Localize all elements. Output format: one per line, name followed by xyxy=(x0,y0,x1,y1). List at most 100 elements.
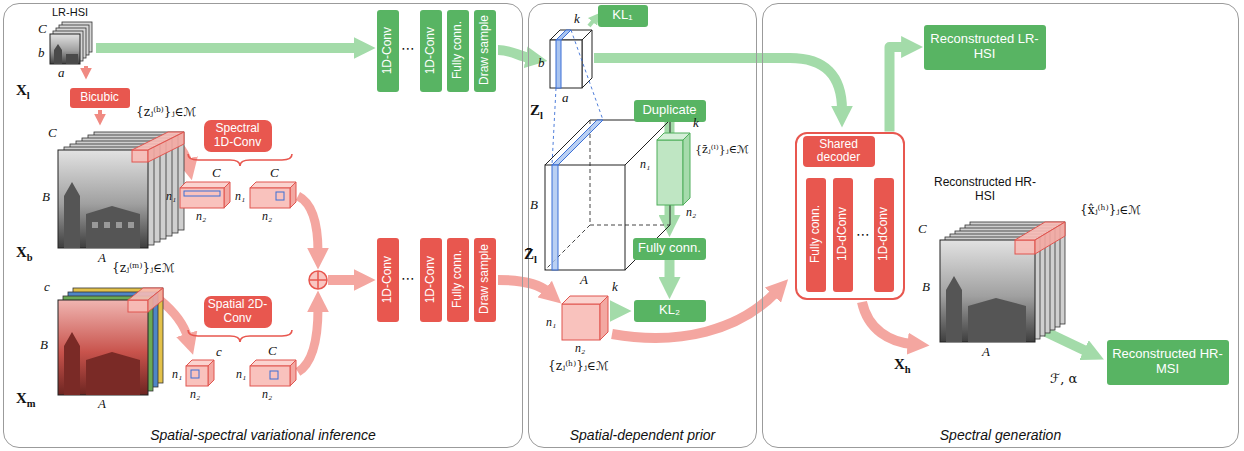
axis-label: C xyxy=(212,166,221,181)
red-arrow xyxy=(98,110,102,116)
latent-cube xyxy=(556,40,561,88)
spectral-patch-cube xyxy=(180,188,224,208)
hr-hsi-interpolated-cube xyxy=(58,132,184,248)
bracket xyxy=(188,330,292,342)
dimension-label: n₁ xyxy=(235,190,245,204)
hr-msi-cube xyxy=(148,288,163,312)
process-box: Fully conn. xyxy=(633,238,706,260)
process-box: KL₂ xyxy=(634,300,706,322)
lr-hsi-cube xyxy=(54,44,78,64)
spatial-patch-cube xyxy=(208,360,214,386)
spatial-patch-cube xyxy=(186,360,296,386)
reconstructed-hsi-cube xyxy=(940,222,1065,342)
ellipsis: ⋯ xyxy=(401,40,415,56)
sum-symbol xyxy=(309,271,327,289)
red-arrow xyxy=(862,302,912,344)
dimension-label: n₁ xyxy=(166,190,176,204)
axis-label: C xyxy=(38,22,47,37)
node-text: Spectral 1D-Conv xyxy=(207,122,269,150)
spectral-patch-cube xyxy=(224,182,230,208)
axis-label: a xyxy=(58,66,65,81)
symbol-subscript: l xyxy=(534,254,537,265)
bracket xyxy=(188,154,292,166)
green-arrow xyxy=(96,43,358,53)
axis-label: c xyxy=(44,280,50,295)
variable-symbol: Zl xyxy=(530,102,543,122)
operation-box: Spectral 1D-Conv xyxy=(204,120,272,152)
axis-label: C xyxy=(48,126,57,141)
layer-box: Draw sample xyxy=(474,10,496,92)
node-text: 1D-Conv xyxy=(424,256,437,303)
hr-msi-cube xyxy=(128,300,148,312)
posterior-column xyxy=(562,304,600,340)
green-arrow xyxy=(594,58,842,110)
spatial-patch-cube xyxy=(250,360,296,366)
process-box: Reconstructed HR-MSI xyxy=(1107,340,1229,385)
red-arrow xyxy=(298,196,318,252)
node-text: 1D-Conv xyxy=(381,256,394,303)
symbol-subscript: m xyxy=(27,398,36,409)
symbol-subscript: b xyxy=(27,252,33,263)
stage-panel: Spectral generationReconstructed LR-HSIS… xyxy=(762,3,1239,448)
process-box: KL₁ xyxy=(598,5,648,27)
spectral-patch-cube xyxy=(180,182,296,208)
node-text: Fully conn. xyxy=(451,250,464,308)
node-text: Spatial-spectral variational inference xyxy=(150,427,376,443)
symbol-subscript: h xyxy=(905,364,911,375)
axis-label: C xyxy=(270,166,279,181)
layer-box: 1D-Conv xyxy=(377,238,399,322)
layer-box: 1D-Conv xyxy=(377,10,399,92)
node-text: Shared decoder xyxy=(803,136,875,168)
node-text: Reconstructed HR-MSI xyxy=(1111,347,1225,377)
hr-hsi-interpolated-cube xyxy=(92,222,134,228)
dimension-label: n₂ xyxy=(575,342,585,356)
hr-msi-cube xyxy=(58,300,148,395)
dimension-label: n₂ xyxy=(262,210,272,224)
layer-box: Draw sample xyxy=(474,238,496,322)
layer-box: 1D-Conv xyxy=(420,238,442,322)
symbol-subscript: l xyxy=(540,110,543,121)
set-notation: {zⱼ⁽ᵇ⁾}ⱼ∈ℳ xyxy=(136,106,196,120)
red-arrow xyxy=(298,308,318,372)
axis-label: B xyxy=(530,198,538,213)
red-arrow xyxy=(84,66,88,70)
node-text: Fully conn. xyxy=(638,241,701,256)
symbol-base: X xyxy=(16,390,27,406)
spectral-patch-cube xyxy=(250,182,296,188)
axis-label: A xyxy=(580,273,588,288)
symbol-base: X xyxy=(894,356,905,372)
dimension-label: n₂ xyxy=(262,388,272,402)
sum-symbol xyxy=(309,271,327,289)
lr-hsi-cube xyxy=(50,34,80,64)
layer-box: 1D-dConv xyxy=(833,178,853,292)
spatial-patch-cube xyxy=(191,370,199,378)
layer-box: Fully conn. xyxy=(447,10,469,92)
node-text: 1D-Conv xyxy=(381,27,394,74)
symbol-base: X xyxy=(16,82,27,98)
set-notation: {zⱼ⁽ᵐ⁾}ⱼ∈ℳ xyxy=(112,262,175,276)
hr-hsi-interpolated-cube xyxy=(148,132,184,162)
axis-label: C xyxy=(918,222,927,237)
dimension-label: n₁ xyxy=(640,158,650,172)
axis-label: B xyxy=(922,280,930,295)
symbol-base: X xyxy=(16,244,27,260)
variable-symbol: Xh xyxy=(894,356,911,376)
node-text: Bicubic xyxy=(80,91,119,105)
ellipsis: ⋯ xyxy=(401,270,415,286)
decoder-group: Shared decoderFully conn.1D-dConv1D-dCon… xyxy=(795,132,905,300)
dimension-label: n₂ xyxy=(686,206,696,220)
hr-msi-cube xyxy=(64,332,140,395)
hr-hsi-interpolated-cube xyxy=(58,150,148,248)
hr-msi-cube xyxy=(58,288,163,395)
variable-symbol: Xl xyxy=(16,82,30,102)
spatial-patch-cube xyxy=(250,366,290,386)
connector-arrow xyxy=(665,260,675,282)
red-arrow xyxy=(160,300,188,338)
node-text: KL₂ xyxy=(659,303,680,318)
duplicated-cube xyxy=(552,30,603,165)
layer-box: 1D-dConv xyxy=(874,178,894,292)
axis-label: b xyxy=(38,46,45,61)
axis-label: a xyxy=(562,91,569,106)
node-text: Fully conn. xyxy=(451,21,464,79)
